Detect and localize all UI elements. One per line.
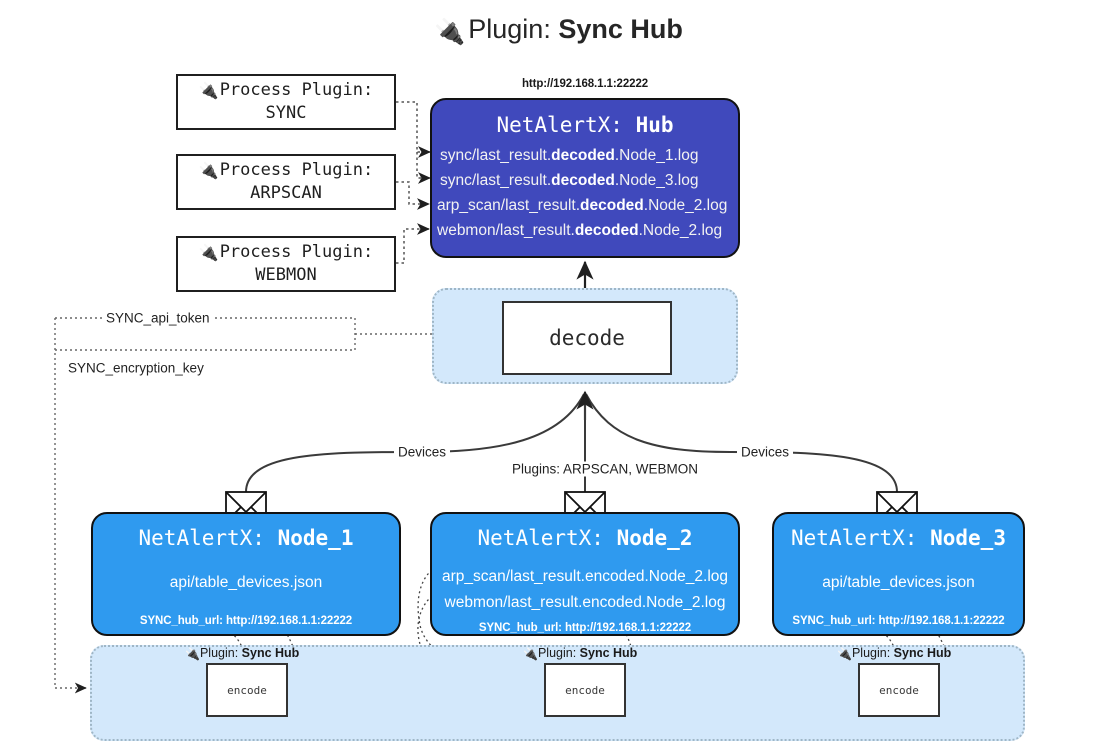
netalertx-node-3[interactable]: NetAlertX: Node_3 api/table_devices.json… bbox=[772, 512, 1025, 636]
hub-log-line: sync/last_result.decoded.Node_3.log bbox=[440, 172, 699, 189]
decode-box[interactable]: decode bbox=[502, 301, 672, 375]
plug-icon: 🔌 bbox=[198, 81, 219, 101]
edge-label-devices-right: Devices bbox=[737, 444, 794, 460]
hub-title: NetAlertX: Hub bbox=[496, 113, 674, 137]
plug-icon: 🔌 bbox=[185, 647, 200, 661]
hub-log-line: arp_scan/last_result.decoded.Node_2.log bbox=[437, 197, 728, 214]
hub-log-line: sync/last_result.decoded.Node_1.log bbox=[440, 147, 699, 164]
plugin-tag-node-2: 🔌Plugin: Sync Hub bbox=[523, 646, 638, 661]
netalertx-node-1[interactable]: NetAlertX: Node_1 api/table_devices.json… bbox=[91, 512, 401, 636]
node-3-footer: SYNC_hub_url: http://192.168.1.1:22222 bbox=[792, 615, 1005, 627]
process-plugin-webmon-name: WEBMON bbox=[255, 265, 317, 285]
plugin-tag-node-3: 🔌Plugin: Sync Hub bbox=[837, 646, 952, 661]
node-2-title: NetAlertX: Node_2 bbox=[477, 526, 693, 550]
encode-box-node-2[interactable]: encode bbox=[544, 663, 626, 717]
plug-icon: 🔌 bbox=[523, 647, 538, 661]
process-plugin-arpscan-name: ARPSCAN bbox=[250, 183, 322, 203]
encode-box-node-1[interactable]: encode bbox=[206, 663, 288, 717]
node-2-line: arp_scan/last_result.encoded.Node_2.log bbox=[441, 568, 729, 585]
node-2-line: webmon/last_result.encoded.Node_2.log bbox=[444, 594, 726, 611]
plug-icon: 🔌 bbox=[434, 18, 466, 46]
process-plugin-webmon-line1: 🔌Process Plugin: bbox=[198, 242, 374, 263]
hub-node[interactable]: NetAlertX: Hub sync/last_result.decoded.… bbox=[430, 98, 740, 258]
node-2-footer: SYNC_hub_url: http://192.168.1.1:22222 bbox=[478, 622, 692, 634]
page-title-name: Sync Hub bbox=[558, 14, 683, 44]
page-title-prefix: Plugin: bbox=[468, 14, 551, 44]
hub-url-label: http://192.168.1.1:22222 bbox=[521, 78, 649, 90]
node-1-footer: SYNC_hub_url: http://192.168.1.1:22222 bbox=[139, 615, 353, 627]
plugin-tag-node-1: 🔌Plugin: Sync Hub bbox=[185, 646, 300, 661]
node-3-title: NetAlertX: Node_3 bbox=[791, 526, 1006, 550]
process-plugin-arpscan-line1: 🔌Process Plugin: bbox=[198, 160, 374, 181]
process-plugin-sync[interactable]: 🔌Process Plugin: SYNC bbox=[176, 74, 396, 130]
netalertx-node-2[interactable]: NetAlertX: Node_2 arp_scan/last_result.e… bbox=[430, 512, 740, 636]
node-1-line: api/table_devices.json bbox=[169, 574, 323, 591]
sync-encryption-key-label: SYNC_encryption_key bbox=[64, 360, 208, 376]
edge-label-devices-left: Devices bbox=[394, 444, 451, 460]
sync-api-token-label: SYNC_api_token bbox=[102, 310, 214, 326]
encode-box-node-3[interactable]: encode bbox=[858, 663, 940, 717]
edge-label-plugins-center: Plugins: ARPSCAN, WEBMON bbox=[508, 461, 703, 477]
plug-icon: 🔌 bbox=[837, 647, 852, 661]
process-plugin-sync-name: SYNC bbox=[265, 103, 307, 123]
node-3-line: api/table_devices.json bbox=[822, 574, 975, 591]
node-1-title: NetAlertX: Node_1 bbox=[138, 526, 354, 550]
plug-icon: 🔌 bbox=[198, 243, 219, 263]
plug-icon: 🔌 bbox=[198, 161, 219, 181]
page-title: 🔌Plugin: Sync Hub bbox=[0, 14, 1117, 47]
process-plugin-webmon[interactable]: 🔌Process Plugin: WEBMON bbox=[176, 236, 396, 292]
process-plugin-arpscan[interactable]: 🔌Process Plugin: ARPSCAN bbox=[176, 154, 396, 210]
process-plugin-sync-line1: 🔌Process Plugin: bbox=[198, 80, 374, 101]
hub-log-line: webmon/last_result.decoded.Node_2.log bbox=[437, 222, 723, 239]
